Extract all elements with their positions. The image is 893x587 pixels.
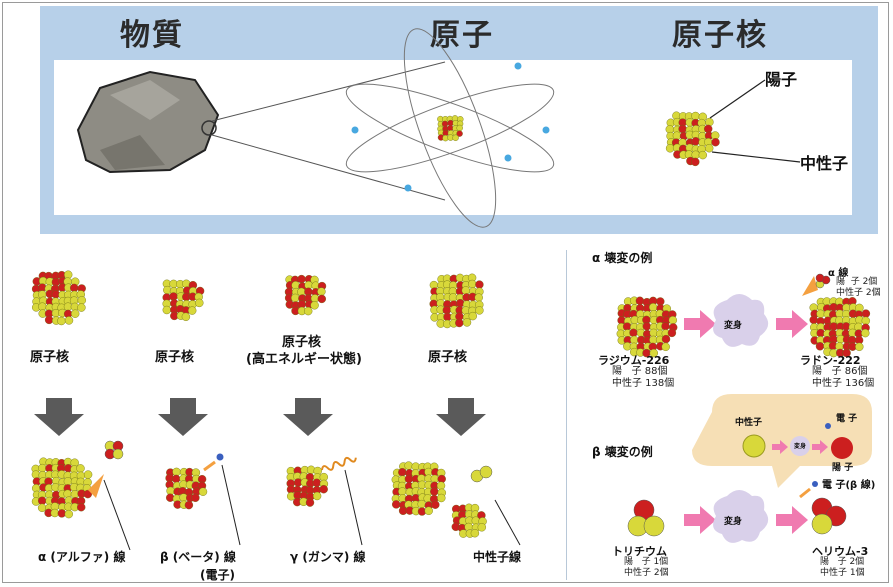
- alpha-example-title: α 壊変の例: [592, 251, 653, 265]
- bubble-neutron-label: 中性子: [735, 418, 763, 428]
- tritium-nucleus-icon: [627, 499, 665, 537]
- electron-dot: [542, 126, 550, 134]
- electron-icon: [812, 481, 818, 487]
- electron-icon: [825, 423, 831, 429]
- gamma-wave-icon: [321, 456, 357, 471]
- pink-arrow-icon: [684, 310, 716, 338]
- neutron-pointer: [711, 151, 801, 163]
- electron-dot: [404, 184, 412, 192]
- nucleus-icon: [162, 279, 205, 321]
- down-arrow-icon: [436, 398, 486, 436]
- helium-detail: 陽 子 2個 中性子 1個: [820, 557, 865, 578]
- beta-ray-label: β (ベータ) 線: [160, 550, 236, 564]
- electron-icon: [216, 453, 224, 461]
- zoom-circle: [201, 120, 217, 136]
- nucleus-icon: [165, 467, 208, 510]
- helium-nucleus-icon: [811, 497, 847, 535]
- alpha-transform-label: 変身: [723, 321, 742, 331]
- neutron-label: 中性子: [800, 154, 849, 173]
- nucleus-icon: [284, 274, 327, 316]
- nucleus-icon: [31, 457, 93, 519]
- alpha-particle-icon: [815, 273, 831, 289]
- nucleus-icon: [451, 503, 487, 538]
- matter-heading: 物質: [120, 18, 184, 53]
- helium-name: ヘリウム-3: [812, 545, 869, 558]
- nucleus-icon: [286, 465, 329, 507]
- transform-cloud-icon: [713, 490, 769, 543]
- pink-arrow-icon: [776, 506, 808, 534]
- proton-label: 陽子: [765, 70, 798, 89]
- beta-transform-label: 変身: [723, 517, 742, 527]
- down-arrow-icons: [34, 398, 486, 436]
- radon-detail: 陽 子 86個 中性子 136個: [812, 366, 875, 389]
- proton-icon: [831, 437, 853, 459]
- tritium-detail: 陽 子 1個 中性子 2個: [624, 557, 669, 578]
- atom-icon: [345, 28, 555, 228]
- down-arrow-icon: [283, 398, 333, 436]
- neutron-ray-label: 中性子線: [473, 550, 522, 564]
- beta-example-title: β 壊変の例: [592, 445, 653, 459]
- radon-name: ラドン-222: [800, 354, 861, 367]
- nucleus-icon: [391, 461, 446, 516]
- bubble-electron-label: 電 子: [836, 414, 858, 424]
- alpha-trail-icon: [802, 276, 818, 296]
- nucleus-heading: 原子核: [672, 18, 768, 53]
- col3-top-label-1: 原子核: [282, 335, 322, 350]
- down-arrow-icon: [158, 398, 208, 436]
- pink-arrow-icon: [776, 310, 808, 338]
- electron-dot: [514, 62, 522, 70]
- transform-cloud-icon: [713, 294, 769, 347]
- alpha-ray-detail: 陽 子 2個 中性子 2個: [836, 277, 881, 298]
- nucleus-icon: [429, 273, 484, 329]
- proton-pointer: [709, 79, 766, 119]
- alpha-ray-label: α (アルファ) 線: [38, 550, 126, 564]
- gamma-ray-label: γ (ガンマ) 線: [290, 550, 366, 564]
- beta-ray-emitted-label: 電 子(β 線): [822, 480, 876, 491]
- pink-arrow-icon: [812, 440, 828, 454]
- radium-detail: 陽 子 88個 中性子 138個: [612, 366, 675, 389]
- pink-arrow-icon: [684, 506, 716, 534]
- atom-heading: 原子: [430, 18, 494, 53]
- tritium-name: トリチウム: [612, 545, 667, 558]
- pink-arrow-icon: [772, 440, 788, 454]
- bubble-transform-label: 変身: [793, 443, 806, 450]
- col1-top-label: 原子核: [30, 350, 70, 365]
- electron-trail-icon: [203, 460, 216, 472]
- beta-electron-label: (電子): [200, 568, 235, 582]
- radium-nucleus-icon: [616, 296, 678, 358]
- pointer-lines: [103, 464, 521, 551]
- electron-dot: [351, 126, 359, 134]
- neutron-particle-icon: [470, 465, 493, 483]
- alpha-ray-title: α 線: [828, 268, 849, 279]
- neutron-icon: [742, 434, 766, 458]
- atom-nucleus-icon: [437, 115, 464, 142]
- zoom-line-upper: [211, 61, 446, 122]
- nucleus-icon: [31, 270, 87, 326]
- col3-top-label-2: (高エネルギー状態): [246, 352, 362, 367]
- down-arrow-icon: [34, 398, 84, 436]
- radium-name: ラジウム-226: [598, 354, 670, 367]
- nucleus-icon: [665, 111, 720, 167]
- transform-small-icon: [790, 436, 810, 456]
- radon-nucleus-icon: [809, 297, 871, 358]
- electron-trail-icon: [799, 487, 811, 499]
- alpha-trail-icon: [88, 474, 104, 498]
- alpha-particle-icon: [104, 440, 124, 460]
- beta-bubble: [692, 394, 872, 488]
- col2-top-label: 原子核: [155, 350, 195, 365]
- col4-top-label: 原子核: [428, 350, 468, 365]
- electron-dot: [504, 154, 512, 162]
- divider: [566, 250, 567, 580]
- bubble-proton-label: 陽 子: [832, 463, 854, 473]
